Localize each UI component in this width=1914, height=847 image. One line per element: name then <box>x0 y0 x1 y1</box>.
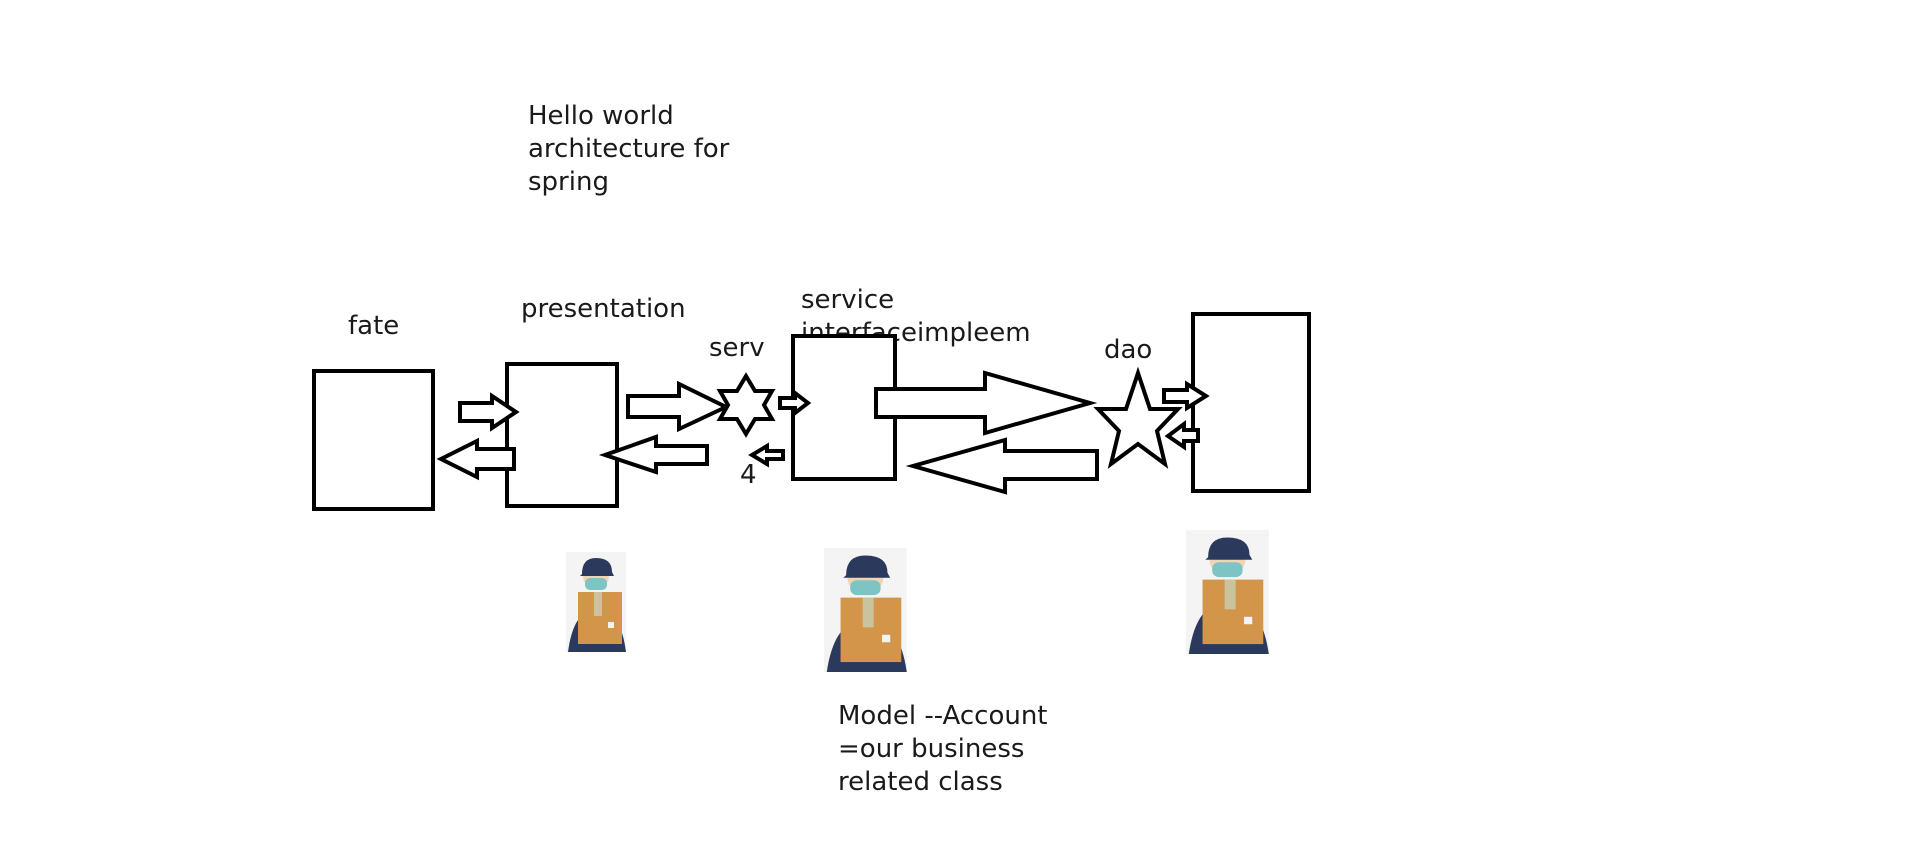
delivery-person-icon <box>1186 530 1269 654</box>
arrow-left-icon <box>1164 420 1200 451</box>
arrow-right-icon <box>874 370 1098 436</box>
arrow-left-icon <box>598 434 709 475</box>
serv-label: serv <box>709 333 765 363</box>
fate-label: fate <box>348 311 400 341</box>
model-label-line: =our business <box>838 734 1025 764</box>
delivery-person-icon <box>566 552 626 652</box>
dao-box <box>1191 312 1311 493</box>
title-line: Hello world <box>528 101 674 131</box>
presentation-box <box>505 362 619 508</box>
service-label-line: service <box>801 285 895 315</box>
diagram-title: Hello world architecture for spring <box>528 100 729 199</box>
title-line: architecture for <box>528 134 730 164</box>
fate-box <box>312 369 435 511</box>
arrow-right-icon <box>778 388 812 418</box>
arrow-right-icon <box>458 392 520 432</box>
title-line: spring <box>528 167 609 197</box>
delivery-person-icon <box>824 548 907 672</box>
dao-label: dao <box>1104 335 1153 365</box>
arrow-left-icon <box>748 442 785 468</box>
five-point-star-icon <box>1093 366 1183 469</box>
arrow-right-icon <box>626 380 731 433</box>
arrow-right-icon <box>1162 380 1210 412</box>
model-label-line: Model --Account <box>838 701 1048 731</box>
model-label: Model --Account =our business related cl… <box>838 700 1048 799</box>
step-number-4: 4 <box>740 460 757 490</box>
six-point-star-icon <box>716 372 776 438</box>
arrow-left-icon <box>905 437 1099 495</box>
arrow-left-icon <box>436 437 516 481</box>
presentation-label: presentation <box>521 294 686 324</box>
model-label-line: related class <box>838 767 1003 797</box>
